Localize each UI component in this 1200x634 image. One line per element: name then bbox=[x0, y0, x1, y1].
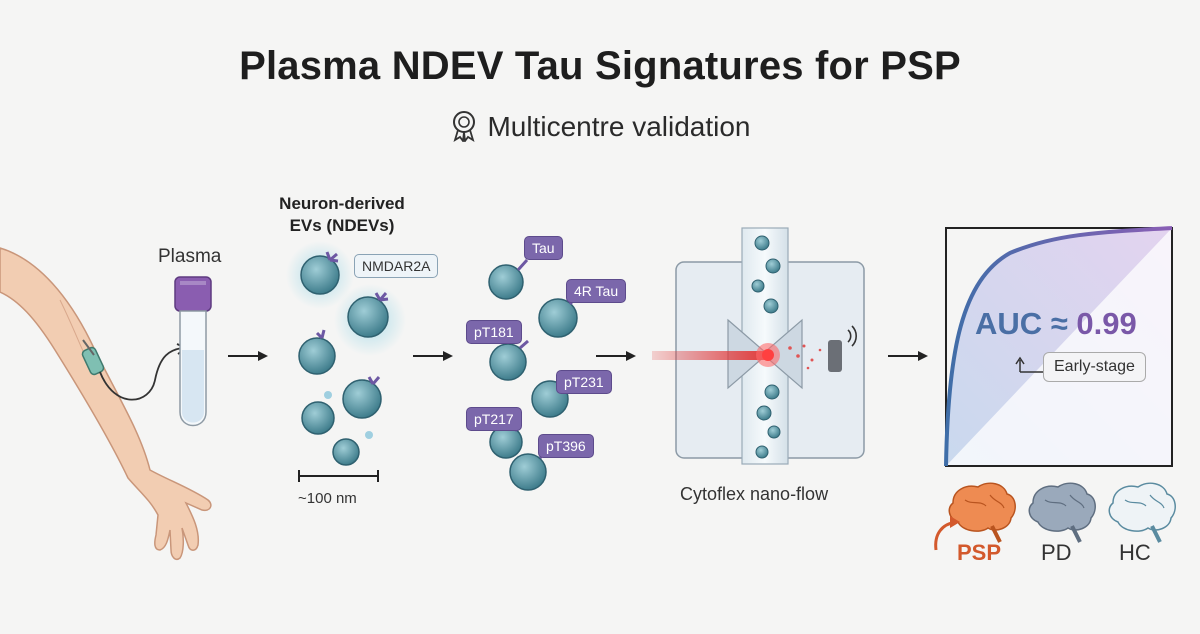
signal-icon bbox=[847, 325, 857, 347]
ndev-marker-tag: NMDAR2A bbox=[354, 254, 439, 278]
auc-prefix: AUC ≈ bbox=[975, 306, 1077, 341]
ev-particle-4 bbox=[342, 376, 382, 419]
step-arrow-4 bbox=[888, 351, 928, 361]
plasma-label: Plasma bbox=[158, 246, 222, 267]
group-label-psp: PSP bbox=[957, 540, 1002, 565]
iv-catheter-icon bbox=[81, 339, 188, 401]
plasma-tube-icon bbox=[174, 276, 212, 427]
scale-label: ~100 nm bbox=[298, 490, 357, 507]
ndev-vesicles bbox=[286, 241, 406, 466]
hc-brain-icon bbox=[1108, 482, 1176, 543]
scale-bar bbox=[298, 470, 379, 482]
ev-particle-2 bbox=[347, 292, 389, 338]
page-title: Plasma NDEV Tau Signatures for PSP bbox=[239, 44, 961, 88]
ev-particle-3 bbox=[298, 329, 336, 375]
psp-brain-icon bbox=[934, 482, 1016, 551]
roc-curve bbox=[944, 226, 1173, 467]
detector-icon bbox=[828, 340, 842, 372]
early-stage-badge: Early-stage bbox=[1043, 352, 1146, 382]
ev-particle-5 bbox=[301, 401, 335, 435]
ev-particle-1 bbox=[300, 251, 340, 295]
ndev-heading-line2: EVs (NDEVs) bbox=[289, 216, 395, 235]
scatter-dots bbox=[788, 344, 822, 370]
pd-brain-icon bbox=[1028, 482, 1096, 543]
flow-cytometer bbox=[652, 227, 865, 465]
tau-tag-tau: Tau bbox=[524, 236, 563, 260]
tau-tag-4r-tau: 4R Tau bbox=[566, 279, 627, 303]
ndev-heading: Neuron-derived EVs (NDEVs) bbox=[262, 193, 422, 237]
step-arrow-3 bbox=[596, 351, 636, 361]
flowing-particles bbox=[751, 235, 781, 459]
group-label-pd: PD bbox=[1041, 540, 1072, 565]
ndev-heading-line1: Neuron-derived bbox=[279, 194, 405, 213]
auc-readout: AUC ≈ 0.99 bbox=[975, 306, 1137, 342]
group-label-hc: HC bbox=[1119, 540, 1151, 565]
page-subtitle: Multicentre validation bbox=[0, 110, 1200, 149]
auc-value: 0.99 bbox=[1076, 306, 1137, 341]
step-arrow-2 bbox=[413, 351, 453, 361]
instrument-label: Cytoflex nano-flow bbox=[680, 484, 829, 504]
laser-beam bbox=[652, 351, 767, 360]
tau-tag-pt181: pT181 bbox=[466, 320, 522, 344]
ev-particle-6 bbox=[332, 438, 360, 466]
tau-tag-pt231: pT231 bbox=[556, 370, 612, 394]
award-ribbon-icon bbox=[449, 110, 479, 149]
subtitle-text: Multicentre validation bbox=[487, 111, 751, 142]
tau-tag-pt217: pT217 bbox=[466, 407, 522, 431]
roc-curve-panel bbox=[944, 226, 1173, 467]
tau-tag-pt396: pT396 bbox=[538, 434, 594, 458]
step-arrow-1 bbox=[228, 351, 268, 361]
